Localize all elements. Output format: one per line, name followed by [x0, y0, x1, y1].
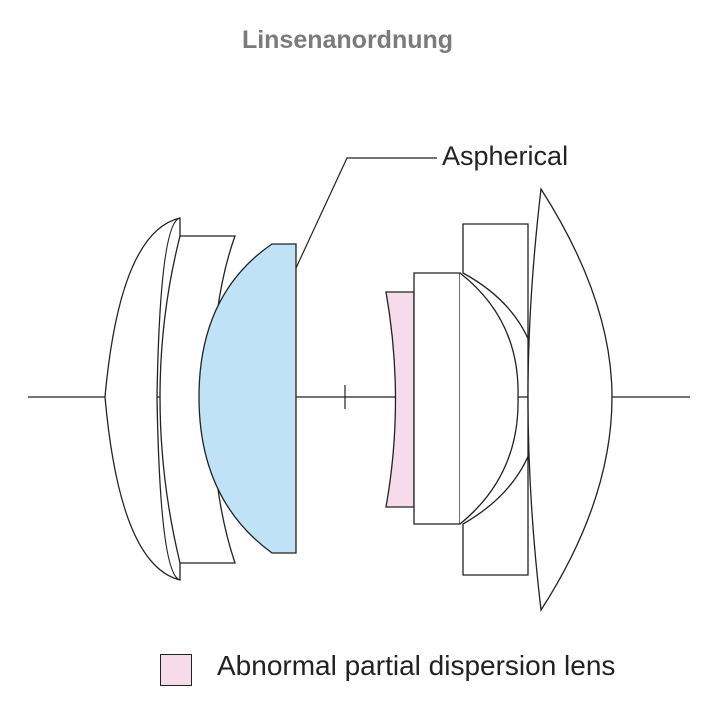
legend-swatch-dispersion	[160, 654, 192, 686]
diagram-title: Linsenanordnung	[241, 26, 454, 54]
lens-element-8	[527, 187, 613, 612]
aspherical-lens	[198, 243, 297, 554]
lens-element-1	[104, 217, 181, 581]
aspherical-label: Aspherical	[442, 141, 569, 171]
aspherical-callout-line	[295, 157, 437, 269]
legend-label-dispersion: Abnormal partial dispersion lens	[217, 650, 616, 681]
lens-element-6	[459, 272, 519, 525]
lens-element-5	[413, 272, 461, 525]
dispersion-lens	[385, 291, 415, 508]
